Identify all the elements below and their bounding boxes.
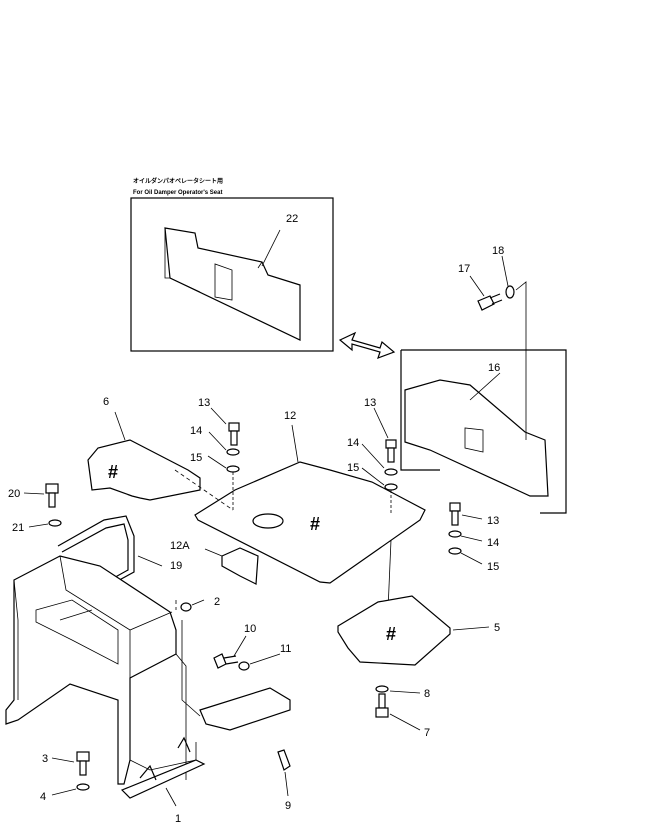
callout-9: 9 [285, 800, 291, 812]
callout-13-right: 13 [364, 397, 376, 409]
part-5-plate [337, 595, 451, 666]
washer-14-left [226, 448, 240, 456]
callout-10: 10 [244, 623, 256, 635]
washer-15-right [384, 483, 398, 491]
bolt-17 [477, 293, 503, 311]
callout-17: 17 [458, 263, 470, 275]
part-16-cover [404, 379, 549, 497]
callout-14-lower: 14 [487, 537, 499, 549]
callout-21: 21 [12, 522, 24, 534]
washer-4 [76, 783, 90, 791]
washer-15-left [226, 465, 240, 473]
callout-13-lower: 13 [487, 515, 499, 527]
callout-8: 8 [424, 688, 430, 700]
callout-7: 7 [424, 727, 430, 739]
callout-1: 1 [175, 813, 181, 824]
lower-rail [199, 687, 291, 731]
callout-11: 11 [280, 643, 291, 655]
double-arrow [338, 331, 396, 360]
callout-18: 18 [492, 245, 504, 257]
inset-frame [130, 197, 334, 352]
callout-20: 20 [8, 488, 20, 500]
callout-12: 12 [284, 410, 296, 422]
washer-11 [238, 661, 250, 671]
bolt-13-left [228, 422, 240, 446]
part-19-handle [57, 515, 135, 585]
inset-oil-damper-seat: オイルダンパオペレータシート用 For Oil Damper Operator'… [130, 177, 334, 352]
part-6-cover [87, 439, 201, 501]
callout-15-right: 15 [347, 462, 359, 474]
part-22-cover [164, 227, 301, 341]
callout-16: 16 [488, 362, 500, 374]
callout-13-left: 13 [198, 397, 210, 409]
bolt-20 [45, 483, 59, 508]
washer-21 [48, 519, 62, 527]
inset-caption-en: For Oil Damper Operator's Seat [133, 190, 222, 196]
part-1-frame [5, 555, 197, 785]
part-1-base-rail [120, 759, 206, 799]
hash-mark-5: # [386, 624, 396, 644]
plate-hole [252, 513, 284, 529]
bolt-3 [76, 751, 90, 776]
right-box-part-16 [400, 349, 567, 514]
bolt-10 [213, 653, 239, 669]
hash-mark-6: # [108, 462, 118, 482]
callout-3: 3 [42, 753, 48, 765]
callout-5: 5 [494, 622, 500, 634]
callout-2: 2 [214, 596, 220, 608]
nut-2 [180, 602, 192, 612]
callout-14-left: 14 [190, 425, 202, 437]
callout-15-lower: 15 [487, 561, 499, 573]
part-12-plate [194, 461, 426, 584]
bolt-7 [375, 693, 389, 718]
inset-caption-jp: オイルダンパオペレータシート用 [133, 177, 223, 185]
bolt-13-lower [449, 502, 461, 526]
part-12a-bracket [221, 547, 259, 585]
bolt-13-right [385, 439, 397, 463]
hash-mark-12: # [310, 514, 320, 534]
washer-15-lower [448, 547, 462, 555]
callout-15-left: 15 [190, 452, 202, 464]
callout-14-right: 14 [347, 437, 359, 449]
washer-18 [505, 285, 515, 299]
washer-14-lower [448, 530, 462, 538]
callout-22: 22 [286, 213, 298, 225]
callout-4: 4 [40, 791, 46, 803]
washer-14-right [384, 468, 398, 476]
callout-19: 19 [170, 560, 182, 572]
callout-6: 6 [103, 396, 109, 408]
washer-8 [375, 685, 389, 693]
part-9-plate [277, 749, 291, 771]
callout-12a: 12A [170, 540, 190, 552]
